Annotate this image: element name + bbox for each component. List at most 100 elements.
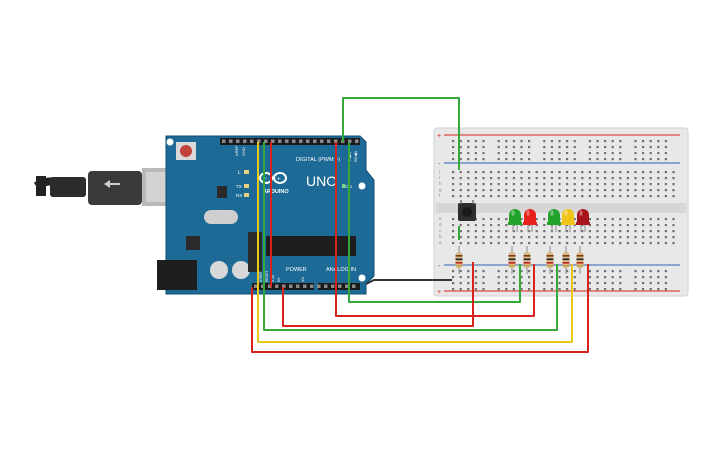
breadboard-hole[interactable] <box>566 242 569 245</box>
rail-hole[interactable] <box>543 276 546 279</box>
rail-hole[interactable] <box>520 140 523 143</box>
rail-hole[interactable] <box>634 270 637 273</box>
rail-hole[interactable] <box>657 158 660 161</box>
rail-hole[interactable] <box>619 282 622 285</box>
header-pin[interactable] <box>236 139 240 144</box>
rail-hole[interactable] <box>452 288 455 291</box>
breadboard-hole[interactable] <box>520 224 523 227</box>
rail-hole[interactable] <box>520 270 523 273</box>
header-pin[interactable] <box>310 284 314 289</box>
rail-hole[interactable] <box>497 282 500 285</box>
rail-hole[interactable] <box>611 146 614 149</box>
rail-hole[interactable] <box>566 282 569 285</box>
breadboard-hole[interactable] <box>497 177 500 180</box>
breadboard-hole[interactable] <box>459 177 462 180</box>
breadboard-hole[interactable] <box>550 195 553 198</box>
breadboard-hole[interactable] <box>611 224 614 227</box>
breadboard-hole[interactable] <box>535 183 538 186</box>
breadboard-hole[interactable] <box>474 171 477 174</box>
rail-hole[interactable] <box>642 140 645 143</box>
rail-hole[interactable] <box>611 152 614 155</box>
breadboard-hole[interactable] <box>596 224 599 227</box>
breadboard-hole[interactable] <box>642 183 645 186</box>
rail-hole[interactable] <box>664 270 667 273</box>
header-pin[interactable] <box>222 139 226 144</box>
breadboard-hole[interactable] <box>657 177 660 180</box>
breadboard-hole[interactable] <box>619 242 622 245</box>
breadboard-hole[interactable] <box>528 183 531 186</box>
rail-hole[interactable] <box>634 158 637 161</box>
rail-hole[interactable] <box>573 158 576 161</box>
rail-hole[interactable] <box>573 140 576 143</box>
rail-hole[interactable] <box>505 158 508 161</box>
breadboard-hole[interactable] <box>535 189 538 192</box>
rail-hole[interactable] <box>634 152 637 155</box>
breadboard-hole[interactable] <box>596 230 599 233</box>
rail-hole[interactable] <box>474 282 477 285</box>
rail-hole[interactable] <box>649 270 652 273</box>
rail-hole[interactable] <box>520 146 523 149</box>
wire-red[interactable] <box>335 142 535 317</box>
breadboard-hole[interactable] <box>550 177 553 180</box>
breadboard-hole[interactable] <box>664 195 667 198</box>
breadboard-hole[interactable] <box>649 236 652 239</box>
header-pin[interactable] <box>317 284 321 289</box>
breadboard-hole[interactable] <box>566 236 569 239</box>
breadboard-hole[interactable] <box>573 195 576 198</box>
breadboard-hole[interactable] <box>452 218 455 221</box>
breadboard-hole[interactable] <box>497 218 500 221</box>
breadboard-hole[interactable] <box>490 224 493 227</box>
breadboard-hole[interactable] <box>459 236 462 239</box>
breadboard-hole[interactable] <box>596 242 599 245</box>
rail-hole[interactable] <box>611 140 614 143</box>
breadboard-hole[interactable] <box>581 177 584 180</box>
header-pin[interactable] <box>355 139 359 144</box>
breadboard-hole[interactable] <box>657 195 660 198</box>
rail-hole[interactable] <box>459 288 462 291</box>
rail-hole[interactable] <box>657 146 660 149</box>
rail-hole[interactable] <box>550 270 553 273</box>
breadboard-hole[interactable] <box>482 218 485 221</box>
rail-hole[interactable] <box>505 276 508 279</box>
rail-hole[interactable] <box>588 276 591 279</box>
rail-hole[interactable] <box>512 152 515 155</box>
breadboard-hole[interactable] <box>512 230 515 233</box>
breadboard-hole[interactable] <box>642 177 645 180</box>
breadboard-hole[interactable] <box>497 230 500 233</box>
breadboard-hole[interactable] <box>626 195 629 198</box>
breadboard-hole[interactable] <box>619 218 622 221</box>
rail-hole[interactable] <box>664 282 667 285</box>
rail-hole[interactable] <box>550 276 553 279</box>
rail-hole[interactable] <box>543 158 546 161</box>
rail-hole[interactable] <box>467 152 470 155</box>
rail-hole[interactable] <box>566 288 569 291</box>
breadboard-hole[interactable] <box>573 236 576 239</box>
breadboard-hole[interactable] <box>588 195 591 198</box>
header-pin[interactable] <box>278 139 282 144</box>
rail-hole[interactable] <box>573 282 576 285</box>
breadboard-holes[interactable] <box>452 140 675 291</box>
breadboard-hole[interactable] <box>634 218 637 221</box>
rail-hole[interactable] <box>459 270 462 273</box>
rail-hole[interactable] <box>543 270 546 273</box>
breadboard-hole[interactable] <box>581 195 584 198</box>
rail-hole[interactable] <box>512 282 515 285</box>
breadboard-hole[interactable] <box>672 230 675 233</box>
rail-hole[interactable] <box>634 276 637 279</box>
breadboard-hole[interactable] <box>452 224 455 227</box>
breadboard-hole[interactable] <box>573 230 576 233</box>
breadboard-hole[interactable] <box>634 171 637 174</box>
breadboard[interactable]: + - - + j i h g f e d c b a <box>433 127 689 297</box>
breadboard-hole[interactable] <box>634 195 637 198</box>
breadboard-hole[interactable] <box>482 224 485 227</box>
rail-hole[interactable] <box>543 282 546 285</box>
rail-hole[interactable] <box>573 152 576 155</box>
rail-hole[interactable] <box>649 140 652 143</box>
breadboard-hole[interactable] <box>505 218 508 221</box>
breadboard-hole[interactable] <box>611 171 614 174</box>
breadboard-hole[interactable] <box>619 177 622 180</box>
breadboard-hole[interactable] <box>452 230 455 233</box>
breadboard-hole[interactable] <box>467 195 470 198</box>
header-pin[interactable] <box>303 284 307 289</box>
header-pin[interactable] <box>296 284 300 289</box>
